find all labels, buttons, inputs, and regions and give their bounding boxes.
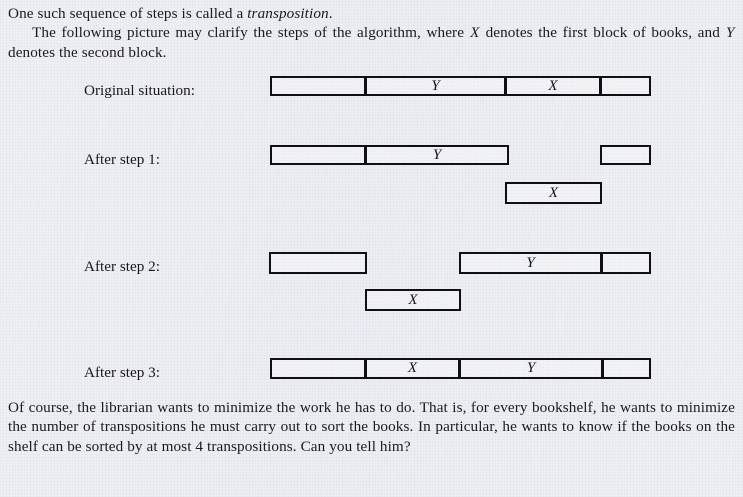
row-2-shelf-segment-empty-2: [601, 252, 651, 274]
row-0-shelf-segment-y: Y: [365, 76, 506, 96]
row-1-shelf-segment-empty-1: [270, 145, 366, 165]
row-3-shelf-segment-x: X: [365, 358, 460, 379]
row-0-shelf-segment-empty-1: [270, 76, 366, 96]
transposition-term: transposition: [247, 5, 329, 22]
row-1-shelf-segment-y: Y: [365, 145, 509, 165]
row-0-shelf-segment-empty-2: [600, 76, 651, 96]
closing-paragraph: Of course, the librarian wants to minimi…: [8, 399, 735, 455]
intro-line1-before: One such sequence of steps is called a: [8, 5, 248, 22]
math-variable-y: Y: [725, 24, 735, 42]
intro-line1-after: .: [328, 5, 333, 22]
row-1-shelf-segment-x-removed: X: [505, 182, 602, 204]
math-variable-x: X: [470, 24, 480, 42]
row-2-shelf-segment-y: Y: [459, 252, 602, 274]
diagram-row-label-0: Original situation:: [84, 82, 195, 99]
row-2-shelf-segment-empty-1: [269, 252, 367, 274]
row-0-shelf-segment-x: X: [505, 76, 601, 96]
row-3-shelf-segment-empty-2: [602, 358, 651, 379]
row-3-shelf-segment-empty-1: [270, 358, 366, 379]
row-1-shelf-segment-empty-2: [600, 145, 651, 165]
row-2-shelf-segment-x-removed: X: [365, 289, 461, 311]
diagram-row-label-2: After step 2:: [84, 258, 160, 275]
diagram-row-label-3: After step 3:: [84, 364, 160, 381]
intro-paragraph: One such sequence of steps is called a t…: [8, 4, 735, 62]
intro-line2-part2: denotes the first block of books, and: [480, 24, 726, 42]
intro-line2-part1: The following picture may clarify the st…: [32, 24, 470, 42]
intro-line2-part3: denotes the second block.: [8, 43, 167, 61]
diagram-row-label-1: After step 1:: [84, 151, 160, 168]
row-3-shelf-segment-y: Y: [459, 358, 603, 379]
